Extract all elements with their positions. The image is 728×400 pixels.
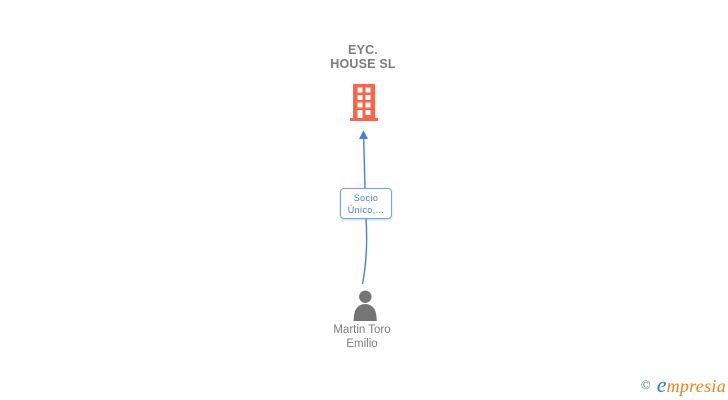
arrowhead	[359, 130, 368, 139]
brand-rest-letters: mpresia	[666, 376, 726, 396]
person-icon[interactable]	[350, 290, 380, 321]
building-icon[interactable]	[350, 84, 378, 121]
brand-watermark[interactable]: © empresia	[641, 372, 726, 398]
person-name-line1: Martin Toro	[333, 324, 391, 336]
connector-lower-segment	[361, 218, 368, 285]
relationship-label-line1: Socio	[353, 192, 379, 203]
relationship-label-box[interactable]: Socio Único,...	[340, 188, 392, 219]
relationship-label-line2: Único,...	[347, 204, 385, 215]
company-name-line2: HOUSE SL	[330, 57, 396, 71]
person-node-label[interactable]: Martin Toro Emilio	[262, 324, 462, 351]
company-node-label[interactable]: EYC. HOUSE SL	[263, 43, 463, 71]
brand-initial-letter: e	[656, 372, 667, 397]
company-name-line1: EYC.	[348, 43, 378, 57]
connector-upper-segment	[363, 137, 366, 189]
person-name-line2: Emilio	[346, 337, 378, 350]
copyright-symbol: ©	[640, 377, 651, 392]
brand-logo-text: empresia	[657, 372, 726, 398]
